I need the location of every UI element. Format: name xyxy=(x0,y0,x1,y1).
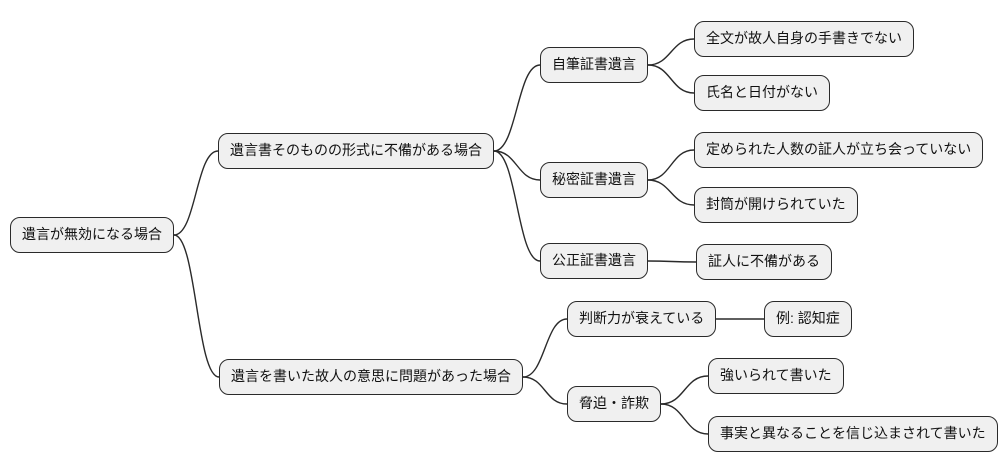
mindmap-edge xyxy=(660,375,709,405)
mindmap-node-intent-problem: 遺言を書いた故人の意思に問題があった場合 xyxy=(219,359,523,395)
node-label: 氏名と日付がない xyxy=(706,84,818,100)
node-label: 遺言が無効になる場合 xyxy=(22,226,162,242)
node-label: 公正証書遺言 xyxy=(552,252,636,268)
mindmap-leaf-misled-to-write: 事実と異なることを信じ込まされて書いた xyxy=(708,416,998,452)
mindmap-edge xyxy=(522,318,568,378)
node-label: 脅迫・詐欺 xyxy=(579,395,649,411)
mindmap-edge xyxy=(522,376,568,405)
mindmap-edge xyxy=(647,64,695,94)
mindmap-leaf-witness-count: 定められた人数の証人が立ち会っていない xyxy=(694,132,984,168)
node-label: 事実と異なることを信じ込まされて書いた xyxy=(720,425,986,441)
node-label: 遺言を書いた故人の意思に問題があった場合 xyxy=(231,368,511,384)
node-label: 判断力が衰えている xyxy=(579,310,705,326)
node-label: 定められた人数の証人が立ち会っていない xyxy=(706,141,972,157)
mindmap-node-coercion-fraud: 脅迫・詐欺 xyxy=(567,386,661,422)
mindmap-edge xyxy=(647,179,695,206)
node-label: 強いられて書いた xyxy=(720,367,832,383)
mindmap-edge xyxy=(647,38,695,66)
mindmap-leaf-dementia-example: 例: 認知症 xyxy=(764,301,852,337)
node-label: 自筆証書遺言 xyxy=(552,56,636,72)
mindmap-node-judgment-decline: 判断力が衰えている xyxy=(567,301,717,337)
node-label: 全文が故人自身の手書きでない xyxy=(706,30,902,46)
mindmap-node-secret-will: 秘密証書遺言 xyxy=(540,162,648,198)
mindmap-edge xyxy=(647,260,697,263)
mindmap-leaf-witness-defect: 証人に不備がある xyxy=(696,244,832,280)
mindmap-edge xyxy=(493,64,541,152)
mindmap-edge xyxy=(493,150,541,262)
mindmap-edge xyxy=(493,150,541,181)
mindmap-leaf-forced-to-write: 強いられて書いた xyxy=(708,358,844,394)
mindmap-leaf-not-handwritten: 全文が故人自身の手書きでない xyxy=(694,21,914,57)
mindmap-leaf-envelope-opened: 封筒が開けられていた xyxy=(694,187,858,223)
mindmap-edge xyxy=(660,403,709,435)
mindmap-node-form-defect: 遺言書そのものの形式に不備がある場合 xyxy=(218,133,494,169)
node-label: 例: 認知症 xyxy=(776,310,840,326)
mindmap-node-holograph-will: 自筆証書遺言 xyxy=(540,47,648,83)
mindmap-leaf-no-name-date: 氏名と日付がない xyxy=(694,75,830,111)
mindmap-edge xyxy=(173,150,219,236)
node-label: 秘密証書遺言 xyxy=(552,171,636,187)
node-label: 遺言書そのものの形式に不備がある場合 xyxy=(230,142,482,158)
mindmap-edge xyxy=(173,234,220,378)
mindmap-edge xyxy=(647,149,695,181)
node-label: 封筒が開けられていた xyxy=(706,196,846,212)
mindmap-node-notarial-will: 公正証書遺言 xyxy=(540,243,648,279)
node-label: 証人に不備がある xyxy=(708,253,820,269)
mindmap-node-root: 遺言が無効になる場合 xyxy=(10,217,174,253)
